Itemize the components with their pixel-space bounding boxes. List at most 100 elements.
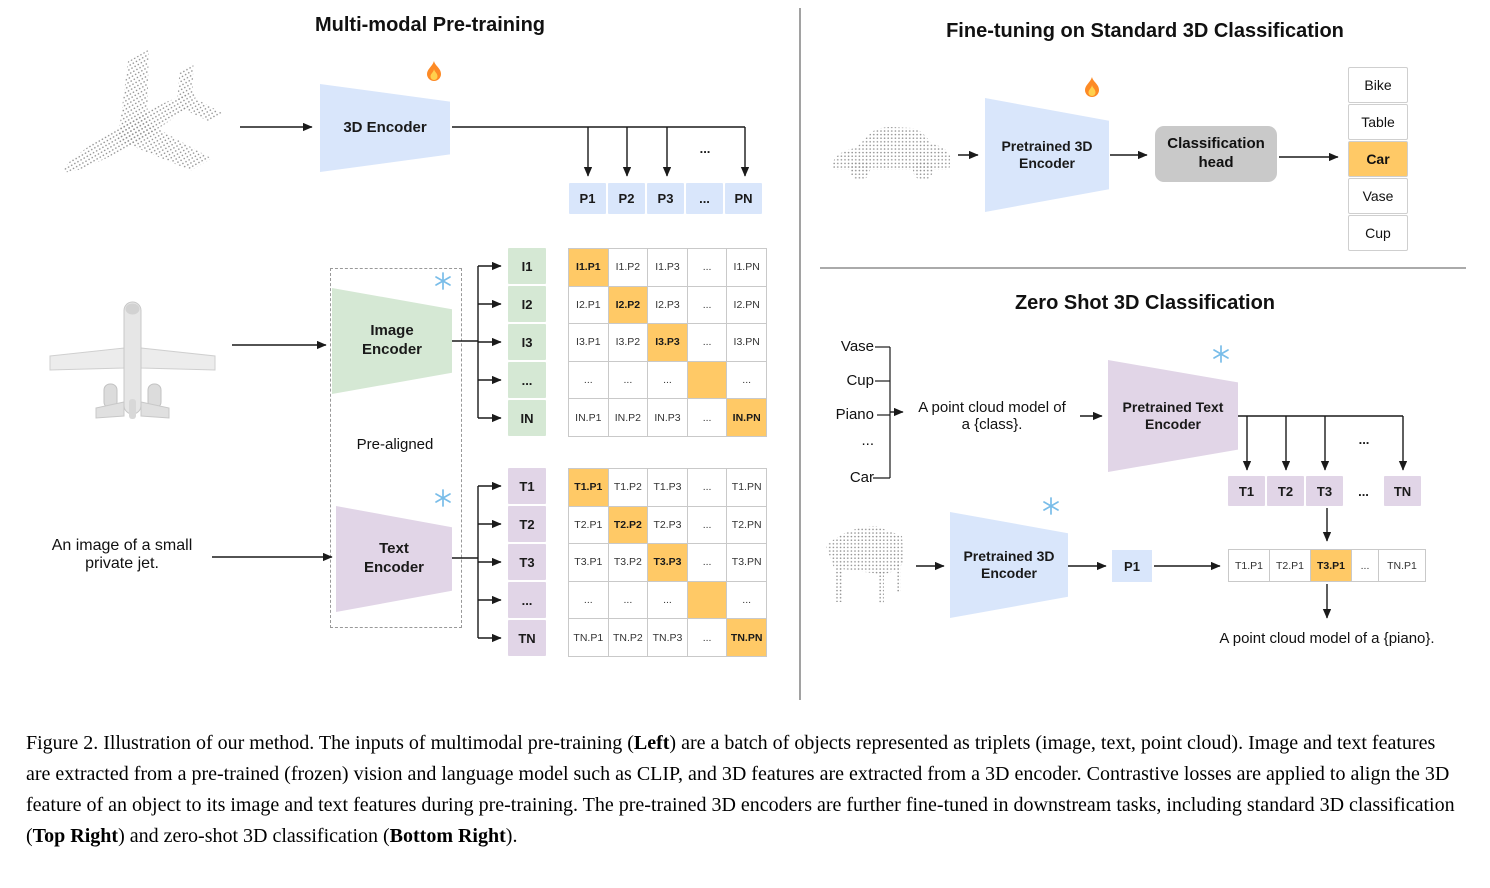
matrix-cell: ...	[648, 361, 688, 400]
pretrained-3d-encoder: Pretrained 3D Encoder	[985, 98, 1109, 212]
matrix-cell: ...	[687, 469, 728, 507]
matrix-cell: I1.P1	[569, 249, 609, 287]
prompt-template-text: A point cloud model of a {class}.	[918, 399, 1066, 433]
caption-text: ) and zero-shot 3D classification (	[118, 825, 390, 847]
class-word: Car	[849, 469, 874, 486]
class-word: Cup	[846, 372, 874, 389]
branch-ellipsis: ...	[699, 141, 711, 156]
encoder-3d-label: 3D Encoder	[343, 118, 427, 136]
encoder-3d: 3D Encoder	[320, 84, 450, 172]
t-header-cell: TN	[508, 620, 546, 656]
snowflake-icon	[1043, 497, 1059, 515]
p1-feature-cell: P1	[1112, 550, 1152, 582]
matrix-cell: I1.PN	[727, 249, 767, 287]
matrix-cell: T1.P1	[569, 469, 609, 507]
class-word: Piano	[835, 406, 874, 423]
matrix-cell: ...	[608, 361, 649, 400]
matrix-cell: T3.P1	[569, 544, 609, 582]
matrix-cell: I3.P1	[569, 324, 609, 362]
sim-cell: TN.P1	[1387, 559, 1417, 572]
matrix-cell: I2.P3	[648, 286, 688, 325]
classification-head-label: Classification head	[1167, 135, 1265, 171]
sim-cell-highlighted: T3.P1	[1311, 550, 1352, 581]
image-feature-column: I1 I2 I3 ... IN	[508, 248, 546, 436]
i-header-cell: I1	[508, 248, 546, 284]
t-row-ellipsis: ...	[1358, 483, 1369, 499]
zero-shot-title: Zero Shot 3D Classification	[1014, 292, 1276, 314]
airplane-point-cloud	[63, 49, 223, 173]
matrix-cell: T1.P2	[608, 469, 649, 507]
matrix-cell: TN.P1	[569, 619, 609, 657]
class-item-highlighted: Car	[1348, 141, 1408, 177]
snowflake-icon	[435, 489, 451, 507]
class-item: Bike	[1348, 67, 1408, 103]
matrix-cell: T3.PN	[727, 544, 767, 582]
p-header-cell: ...	[686, 183, 723, 214]
matrix-cell: T3.P3	[648, 544, 688, 582]
matrix-cell: T2.P3	[648, 506, 688, 545]
matrix-cell: T2.PN	[727, 506, 767, 545]
caption-bold: Left	[633, 732, 670, 754]
i-header-cell: I2	[508, 286, 546, 322]
matrix-cell: I2.P1	[569, 286, 609, 325]
class-word-ellipsis: ...	[861, 432, 874, 449]
matrix-cell: ...	[727, 361, 767, 400]
sim-cell-ellipsis: ...	[1352, 550, 1379, 581]
pretrained-3d-encoder-zeroshot: Pretrained 3D Encoder	[950, 512, 1068, 618]
t-row-cell: T1	[1228, 476, 1265, 506]
matrix-cell: ...	[687, 619, 728, 657]
matrix-cell	[687, 581, 728, 620]
matrix-cell: ...	[569, 361, 609, 400]
pretrained-3d-encoder-label: Pretrained 3D Encoder	[1001, 137, 1093, 172]
fine-tuning-title: Fine-tuning on Standard 3D Classificatio…	[946, 20, 1344, 42]
t-header-cell: ...	[508, 582, 546, 618]
matrix-cell: T3.P2	[608, 544, 649, 582]
matrix-cell: ...	[727, 581, 767, 620]
class-word: Vase	[840, 338, 874, 355]
image-text-description: An image of a small private jet.	[51, 537, 193, 572]
car-point-cloud	[832, 127, 950, 180]
matrix-cell: ...	[687, 324, 728, 362]
i-header-cell: ...	[508, 362, 546, 398]
matrix-cell: T1.PN	[727, 469, 767, 507]
snowflake-icon	[1213, 345, 1229, 363]
text-encoder: Text Encoder	[336, 506, 452, 612]
zero-shot-result-text: A point cloud model of a {piano}.	[1219, 630, 1435, 647]
p-feature-row: P1 P2 P3 ... PN	[569, 183, 762, 214]
flame-icon	[1085, 77, 1099, 97]
class-item: Table	[1348, 104, 1408, 140]
p-header-cell: P2	[608, 183, 645, 214]
matrix-cell: I2.PN	[727, 286, 767, 325]
t-header-cell: T3	[508, 544, 546, 580]
caption-text: Figure 2. Illustration of our method. Th…	[26, 732, 634, 754]
i-header-cell: IN	[508, 400, 546, 436]
pretrained-text-encoder-label: Pretrained Text Encoder	[1122, 398, 1224, 433]
text-feature-row: T1 T2 T3 ... TN	[1228, 476, 1421, 506]
i-header-cell: I3	[508, 324, 546, 360]
class-list: Bike Table Car Vase Cup	[1348, 67, 1408, 251]
matrix-cell: ...	[687, 286, 728, 325]
piano-point-cloud	[826, 526, 904, 604]
figure-diagram: Multi-modal Pre-training 3D Encoder P1 P…	[38, 8, 1466, 700]
matrix-cell: IN.P3	[648, 399, 688, 437]
matrix-cell	[687, 361, 728, 400]
matrix-cell: T1.P3	[648, 469, 688, 507]
sim-cell: T2.P1	[1270, 550, 1311, 581]
class-item: Vase	[1348, 178, 1408, 214]
matrix-cell: ...	[687, 399, 728, 437]
pretrained-3d-encoder-zeroshot-label: Pretrained 3D Encoder	[963, 547, 1055, 582]
private-jet-image	[38, 296, 228, 434]
matrix-cell: TN.P3	[648, 619, 688, 657]
matrix-cell: ...	[608, 581, 649, 620]
pretrained-text-encoder: Pretrained Text Encoder	[1108, 360, 1238, 472]
t-header-cell: T1	[508, 468, 546, 504]
text-feature-column: T1 T2 T3 ... TN	[508, 468, 546, 656]
matrix-cell: TN.P2	[608, 619, 649, 657]
t-row-cell: TN	[1384, 476, 1421, 506]
left-panel-title: Multi-modal Pre-training	[315, 14, 545, 36]
class-item: Cup	[1348, 215, 1408, 251]
matrix-cell: IN.P2	[608, 399, 649, 437]
matrix-cell: I3.PN	[727, 324, 767, 362]
pre-aligned-label: Pre-aligned	[356, 436, 434, 453]
pre-aligned-box	[330, 268, 462, 628]
